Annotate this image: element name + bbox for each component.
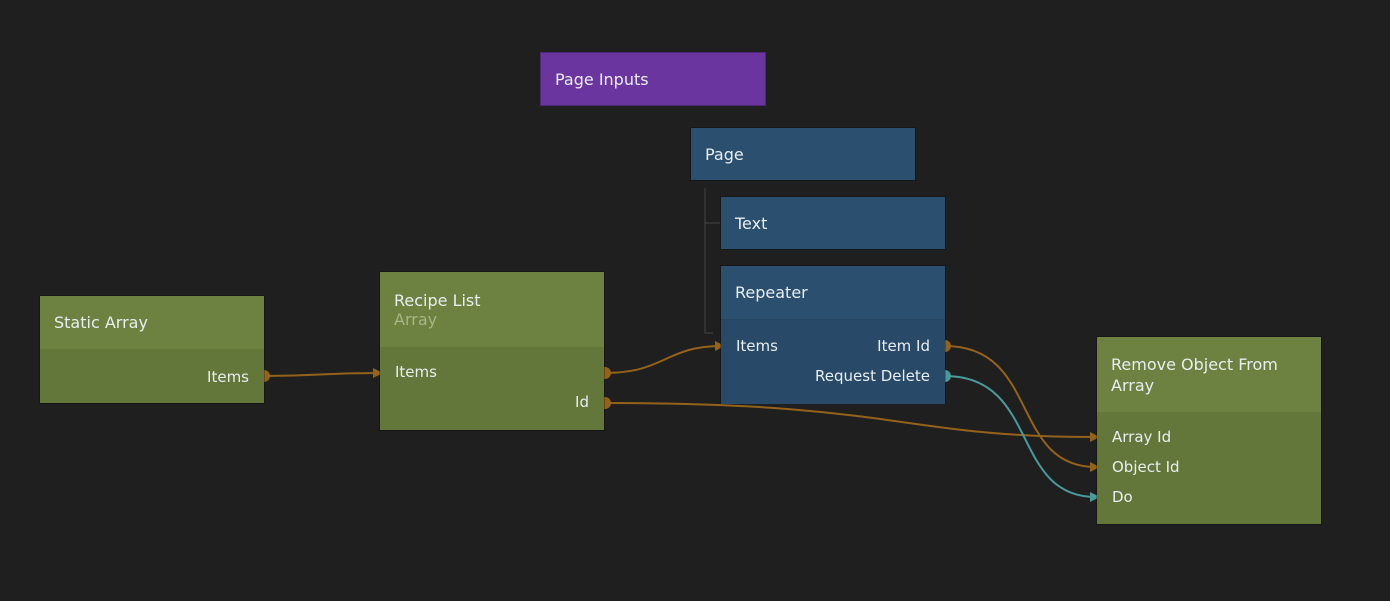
node-title: Remove Object From Array bbox=[1097, 337, 1321, 412]
node-remove-object-from-array[interactable]: Remove Object From Array Array Id Object… bbox=[1096, 336, 1322, 525]
node-page[interactable]: Page bbox=[690, 127, 916, 181]
node-text[interactable]: Text bbox=[720, 196, 946, 250]
node-title: Text bbox=[721, 197, 945, 249]
input-items[interactable]: Items bbox=[736, 337, 778, 355]
node-title: Recipe List bbox=[394, 290, 481, 310]
node-subtitle: Array bbox=[394, 309, 438, 329]
output-request-delete[interactable]: Request Delete bbox=[815, 367, 930, 385]
arrow-icon bbox=[1090, 432, 1100, 442]
node-repeater[interactable]: Repeater Items Item Id Request Delete bbox=[720, 265, 946, 404]
wire-id-to-array-id[interactable] bbox=[604, 402, 1097, 438]
wire-recipe-list-to-repeater[interactable] bbox=[604, 345, 723, 374]
hierarchy-line bbox=[704, 188, 713, 334]
wire-item-id-to-object-id[interactable] bbox=[944, 345, 1097, 468]
input-object-id[interactable]: Object Id bbox=[1112, 458, 1180, 476]
arrow-icon bbox=[1090, 462, 1100, 472]
node-title: Static Array bbox=[40, 296, 264, 349]
wire-static-array-to-recipe-list[interactable] bbox=[263, 372, 379, 377]
node-title: Page Inputs bbox=[555, 69, 649, 89]
wire-request-delete-to-do[interactable] bbox=[944, 375, 1097, 498]
output-item-id[interactable]: Item Id bbox=[877, 337, 930, 355]
arrow-icon bbox=[715, 341, 725, 351]
node-page-inputs[interactable]: Page Inputs bbox=[540, 52, 766, 106]
arrow-icon bbox=[1090, 492, 1100, 502]
node-recipe-list[interactable]: Recipe List Array Items Id bbox=[379, 271, 605, 431]
input-array-id[interactable]: Array Id bbox=[1112, 428, 1172, 446]
node-title: Repeater bbox=[721, 266, 945, 319]
output-id[interactable]: Id bbox=[575, 393, 589, 411]
input-items[interactable]: Items bbox=[395, 363, 437, 381]
node-title: Page bbox=[691, 128, 915, 180]
input-do[interactable]: Do bbox=[1112, 488, 1133, 506]
output-items[interactable]: Items bbox=[207, 368, 249, 386]
arrow-icon bbox=[373, 368, 383, 378]
node-static-array[interactable]: Static Array Items bbox=[39, 295, 265, 404]
